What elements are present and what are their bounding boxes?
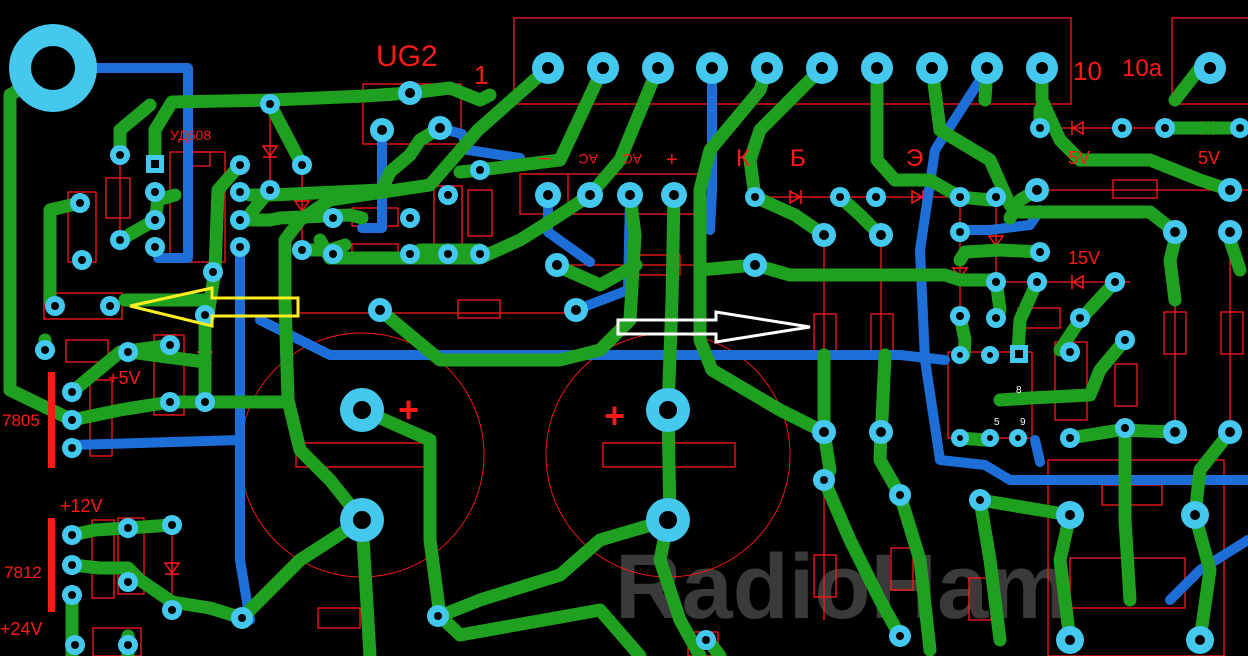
regulator-bars (48, 372, 55, 612)
silk-labels: UG2 1 10 10a УД608 К Б Э − AC AC + 5V 5V… (0, 40, 1220, 639)
label-ud608: УД608 (170, 127, 211, 143)
label-cap-plus-2: + (604, 395, 625, 436)
label-k: К (736, 145, 750, 172)
label-pin-8: 8 (1016, 385, 1022, 396)
label-pin-10a: 10a (1122, 55, 1163, 82)
bottom-traces (50, 63, 1248, 625)
label-pin-5: 5 (994, 417, 1000, 428)
label-5v-right-1: 5V (1068, 148, 1090, 168)
label-plus-24v: +24V (0, 619, 43, 639)
right-arrow-icon (616, 310, 811, 344)
label-ug2: UG2 (376, 40, 438, 73)
label-b: Б (790, 145, 806, 172)
label-pin-9: 9 (1020, 417, 1026, 428)
label-15v: 15V (1068, 248, 1100, 268)
label-5v-right-2: 5V (1198, 148, 1220, 168)
small-pads (35, 94, 1248, 655)
label-7805: 7805 (2, 411, 40, 430)
label-ac-1: AC (579, 151, 598, 167)
label-pin-10: 10 (1073, 56, 1102, 86)
label-plus-12v: +12V (60, 496, 103, 516)
left-arrow-icon (129, 286, 300, 328)
label-7812: 7812 (4, 563, 42, 582)
label-pin-1: 1 (474, 60, 488, 90)
pads (9, 24, 1226, 542)
label-ac-2: AC (623, 151, 642, 167)
label-e: Э (906, 145, 923, 172)
label-plus-5v: +5V (108, 368, 141, 388)
label-cap-plus-1: + (398, 389, 419, 430)
label-plus: + (666, 149, 678, 171)
label-minus: − (538, 146, 551, 171)
